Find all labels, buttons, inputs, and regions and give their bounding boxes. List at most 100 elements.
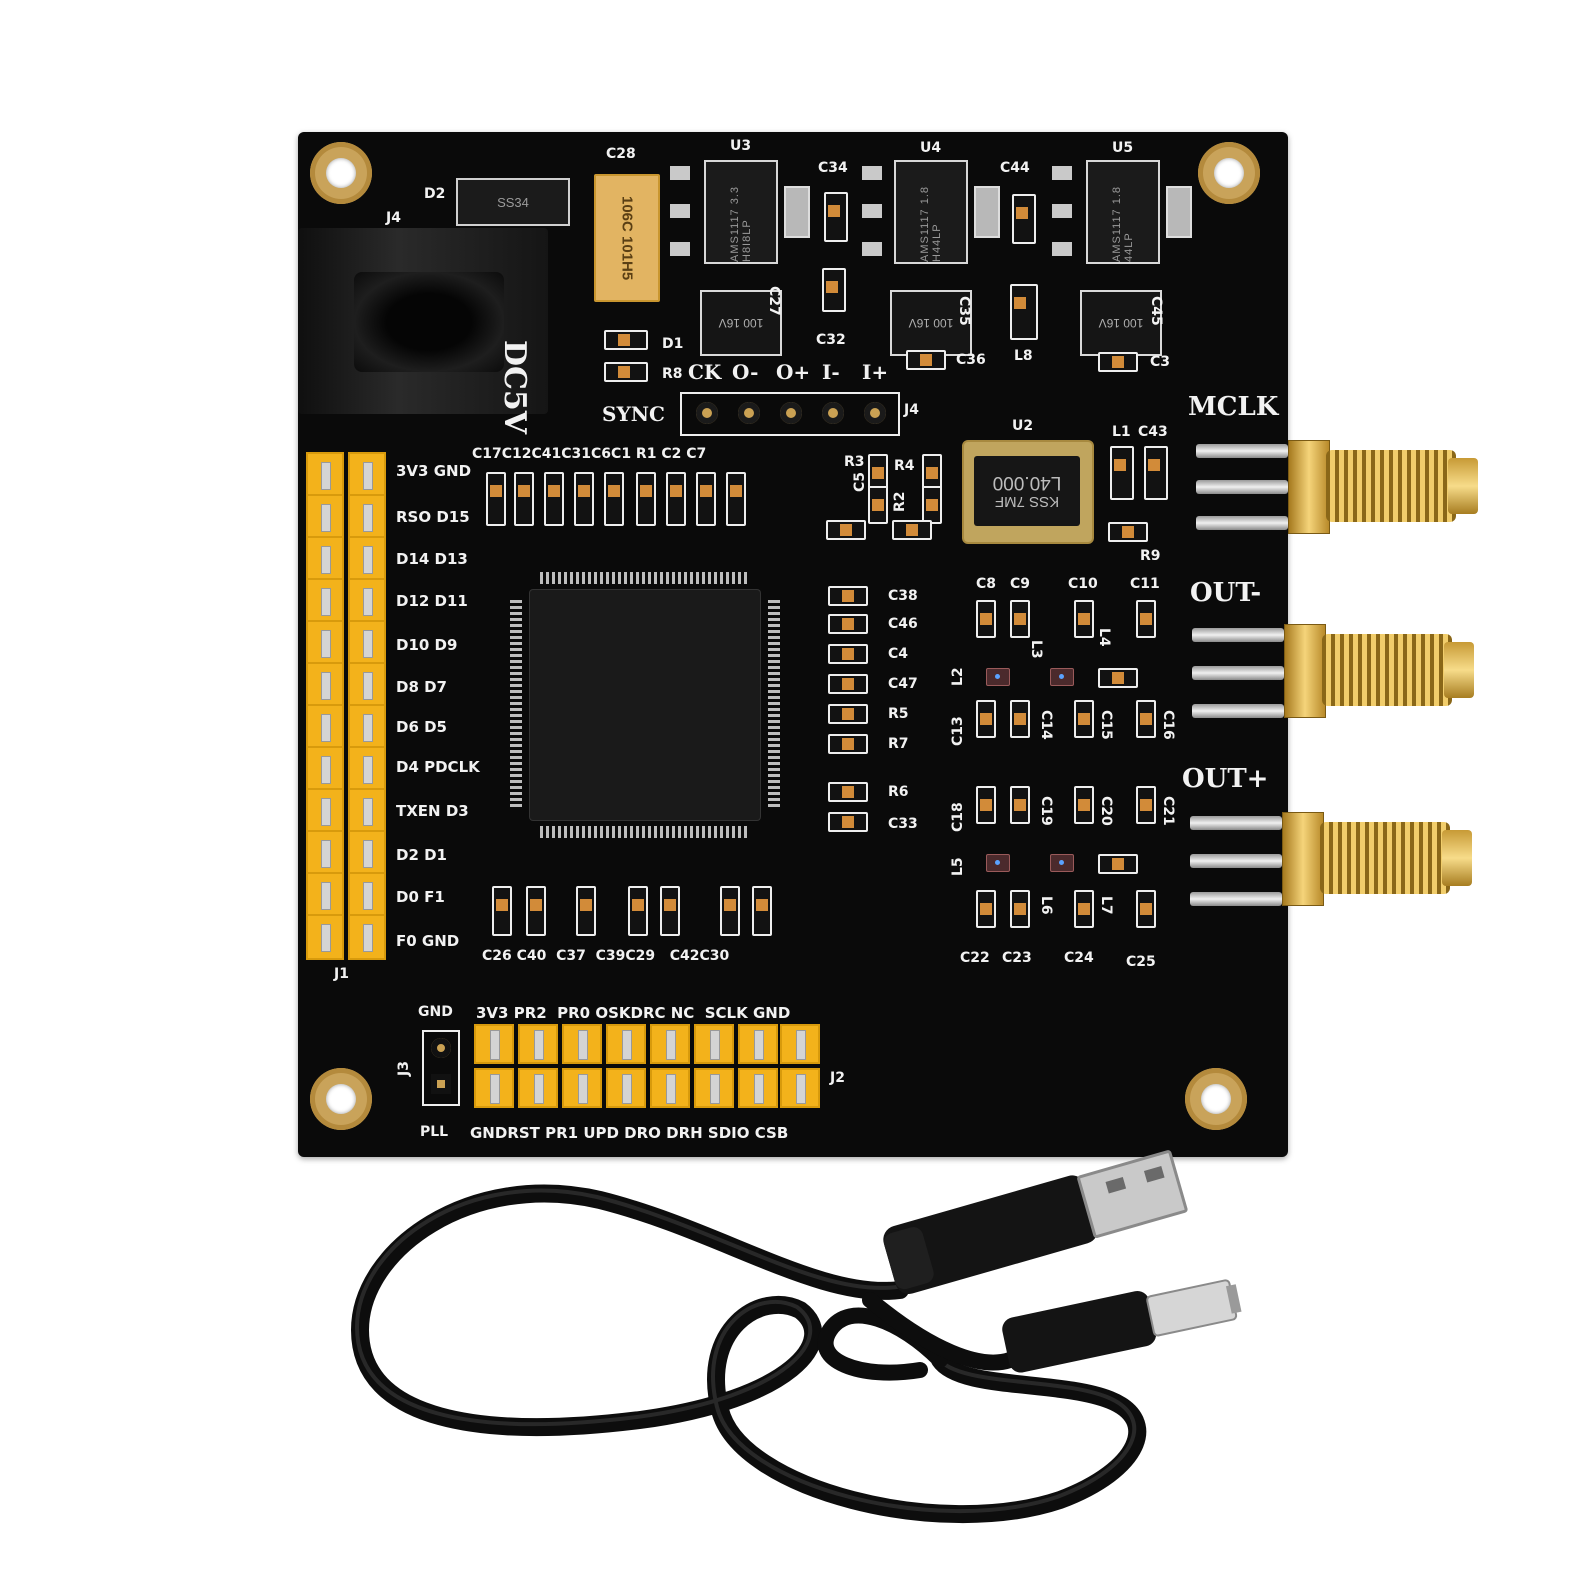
capacitor-c15 <box>1074 700 1094 738</box>
j1-label-0: 3V3 GND <box>396 462 472 480</box>
capacitor-c10 <box>1074 600 1094 638</box>
inductor-l3 <box>1050 668 1074 686</box>
label-c25: C25 <box>1126 954 1156 970</box>
u3-lead <box>670 166 690 180</box>
u4-lead <box>862 204 882 218</box>
capacitor-c46 <box>828 614 868 634</box>
capacitor-c20 <box>1074 786 1094 824</box>
label-l1: L1 <box>1112 424 1131 440</box>
label-mclk: MCLK <box>1188 392 1279 422</box>
label-u4: U4 <box>920 140 942 156</box>
mounting-hole-bottom-right <box>1185 1068 1247 1130</box>
label-c43: C43 <box>1138 424 1168 440</box>
label-c23: C23 <box>1002 950 1032 966</box>
j1-label-1: RSO D15 <box>396 508 470 526</box>
capacitor-c14 <box>1010 700 1030 738</box>
label-c46: C46 <box>888 616 918 632</box>
capacitor-c38 <box>828 586 868 606</box>
label-j1: J1 <box>334 966 349 982</box>
label-c4: C4 <box>888 646 909 662</box>
capacitor-c43 <box>1144 446 1168 500</box>
u5-tab <box>1166 186 1192 238</box>
label-bottom-caps: C26 C40 C37 C39C29 C42C30 <box>482 948 730 964</box>
u5-lead <box>1052 166 1072 180</box>
u4-lead <box>862 242 882 256</box>
label-j2: J2 <box>830 1070 845 1086</box>
label-o-minus: O- <box>732 360 759 384</box>
j1-label-7: D4 PDCLK <box>396 758 480 776</box>
capacitor-c25 <box>1136 890 1156 928</box>
u3-lead <box>670 242 690 256</box>
usb-plug <box>883 1150 1188 1294</box>
capacitor-c5 <box>868 486 888 524</box>
capacitor-c41 <box>544 472 564 526</box>
j1-label-6: D6 D5 <box>396 718 447 736</box>
label-c8: C8 <box>976 576 997 592</box>
label-c32: C32 <box>816 332 846 348</box>
label-c9: C9 <box>1010 576 1031 592</box>
label-out-plus: OUT+ <box>1182 764 1269 794</box>
capacitor-c11 <box>1136 600 1156 638</box>
label-c47: C47 <box>888 676 918 692</box>
label-u5: U5 <box>1112 140 1134 156</box>
j1-label-4: D10 D9 <box>396 636 458 654</box>
label-top-caps: C17C12C41C31C6C1 R1 C2 C7 <box>472 446 707 462</box>
label-j4-top: J4 <box>386 210 401 226</box>
capacitor-c8 <box>976 600 996 638</box>
label-r3: R3 <box>844 454 865 470</box>
label-ck: CK <box>688 360 722 384</box>
inductor-l1 <box>1110 446 1134 500</box>
chip-pins-top <box>540 572 750 584</box>
capacitor-c1 <box>636 472 656 526</box>
inductor-l2 <box>986 668 1010 686</box>
u4-tab <box>974 186 1000 238</box>
label-c28: C28 <box>606 146 636 162</box>
label-r8: R8 <box>662 366 683 382</box>
resistor-l4 <box>1098 668 1138 688</box>
capacitor-c7 <box>726 472 746 526</box>
led-d1 <box>604 330 648 350</box>
capacitor-c4 <box>828 644 868 664</box>
capacitor-c17 <box>486 472 506 526</box>
label-r7: R7 <box>888 736 909 752</box>
label-c11: C11 <box>1130 576 1160 592</box>
capacitor-c23 <box>1010 890 1030 928</box>
label-j4-header: J4 <box>904 402 919 418</box>
label-r5: R5 <box>888 706 909 722</box>
label-c22: C22 <box>960 950 990 966</box>
crystal-oscillator-u2: KSS 7MF L40.000 <box>962 440 1094 544</box>
capacitor-c5b <box>826 520 866 540</box>
j4-pin <box>738 402 760 424</box>
chip-pins-right <box>768 600 780 810</box>
j4-pin <box>864 402 886 424</box>
label-c24: C24 <box>1064 950 1094 966</box>
capacitor-c18 <box>976 786 996 824</box>
sync-header-j4 <box>680 392 900 436</box>
j4-pin <box>822 402 844 424</box>
j4-pin <box>780 402 802 424</box>
capacitor-c21 <box>1136 786 1156 824</box>
label-r4: R4 <box>894 458 915 474</box>
chip-pins-left <box>510 600 522 810</box>
label-c44: C44 <box>1000 160 1030 176</box>
label-r9: R9 <box>1140 548 1161 564</box>
inductor-l8 <box>1010 284 1038 340</box>
label-c10: C10 <box>1068 576 1098 592</box>
capacitor-c40 <box>526 886 546 936</box>
mounting-hole-top-left <box>310 142 372 204</box>
resistor-r8 <box>604 362 648 382</box>
capacitor-c30 <box>752 886 772 936</box>
label-l8: L8 <box>1014 348 1033 364</box>
u5-lead <box>1052 204 1072 218</box>
capacitor-c34 <box>824 192 848 242</box>
capacitor-c39 <box>628 886 648 936</box>
chip-pins-bottom <box>540 826 750 838</box>
capacitor-c32 <box>822 268 846 312</box>
capacitor-c29 <box>660 886 680 936</box>
resistor-r6 <box>828 782 868 802</box>
capacitor-c24 <box>1074 890 1094 928</box>
capacitor-c26 <box>492 886 512 936</box>
label-i-plus: I+ <box>862 360 889 384</box>
label-r6: R6 <box>888 784 909 800</box>
